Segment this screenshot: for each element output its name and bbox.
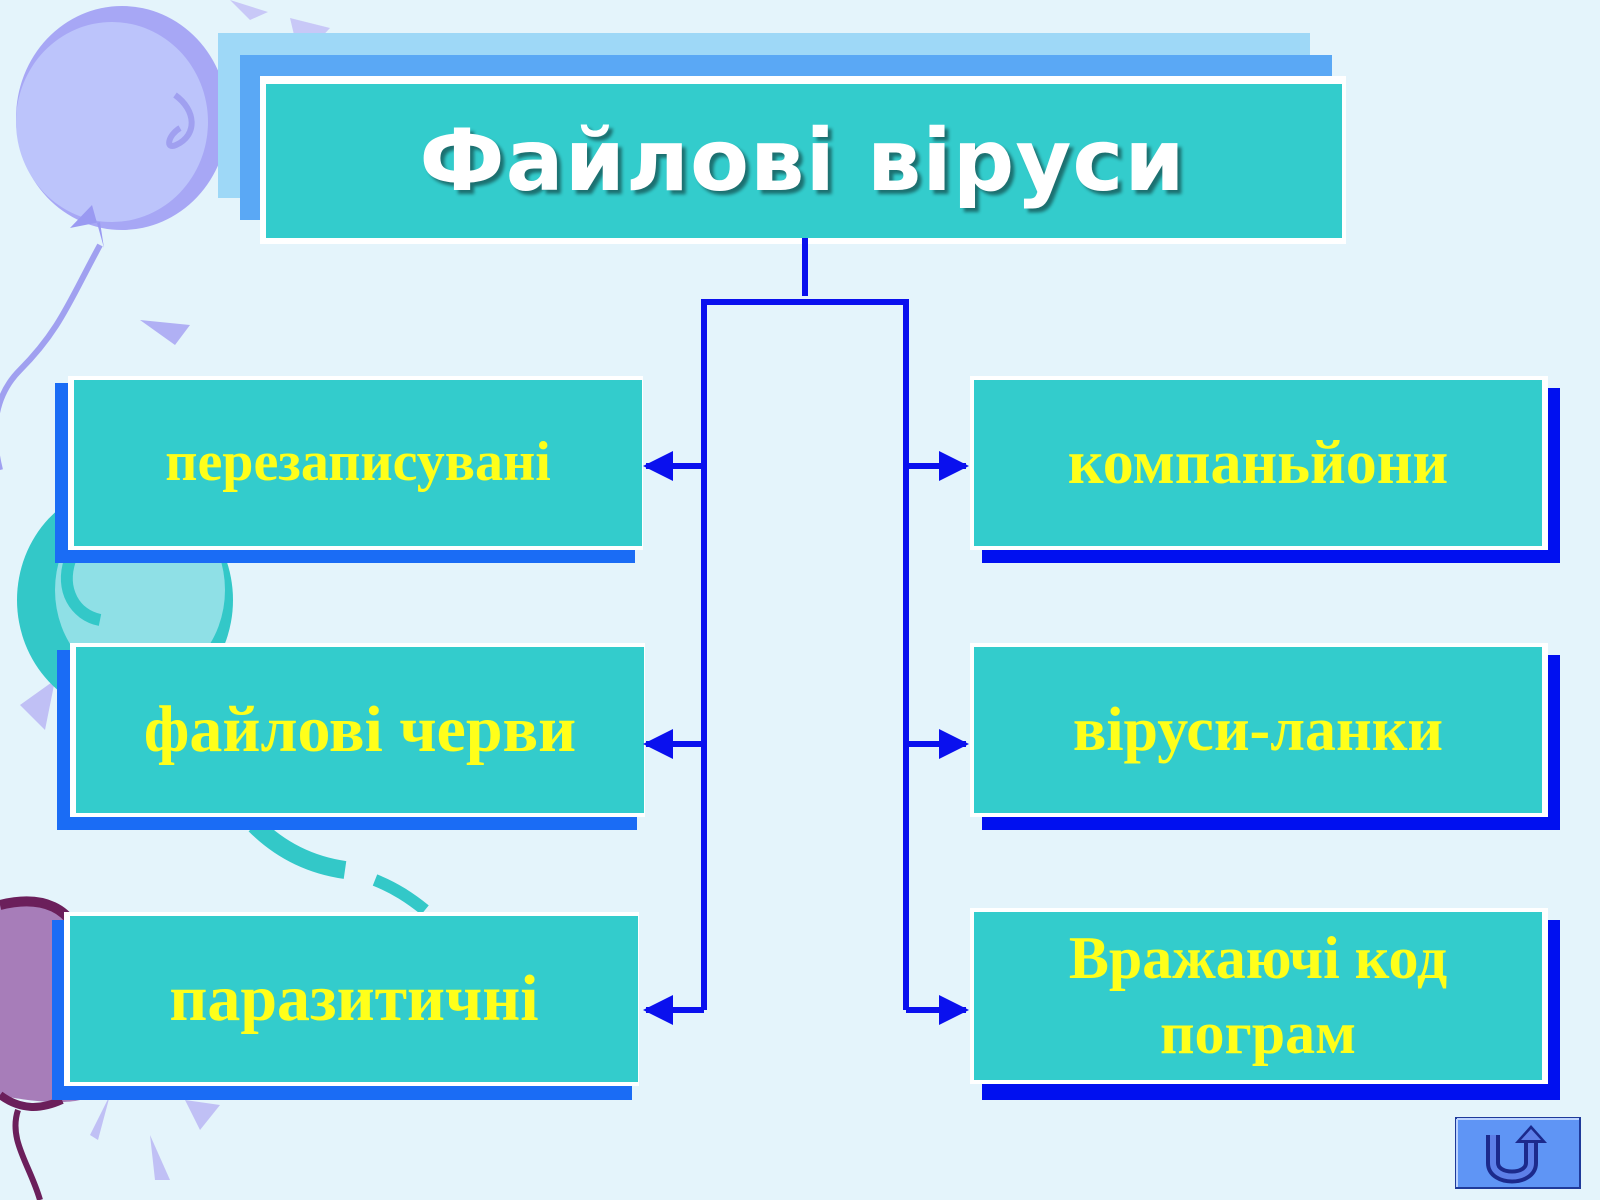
title-box xyxy=(218,33,1346,244)
node-label-right-1: віруси-ланки xyxy=(1072,695,1444,764)
node-box-right-2 xyxy=(970,908,1560,1100)
node-box-right-1 xyxy=(970,643,1560,830)
node-label-left-0: перезаписувані xyxy=(165,431,551,494)
confetti-decoration xyxy=(20,0,330,1180)
node-box-left-2 xyxy=(52,912,639,1100)
u-turn-arrow-icon xyxy=(1486,1125,1547,1184)
node-label-right-0: компаньйони xyxy=(1067,428,1449,497)
node-label-left-1: файлові черви xyxy=(143,692,577,766)
diagram-title: Файлові віруси xyxy=(419,111,1186,211)
connector-bracket xyxy=(701,299,909,1010)
return-button[interactable] xyxy=(1455,1117,1581,1189)
node-label-right-2: Вражаючі код пограм xyxy=(1068,925,1448,1066)
node-box-left-1 xyxy=(57,643,645,830)
node-label-left-2: паразитичні xyxy=(169,961,539,1035)
balloon-purple-decoration xyxy=(0,6,228,470)
connector-lines xyxy=(643,238,969,1025)
node-box-left-0 xyxy=(55,376,643,563)
node-box-right-0 xyxy=(970,376,1560,563)
